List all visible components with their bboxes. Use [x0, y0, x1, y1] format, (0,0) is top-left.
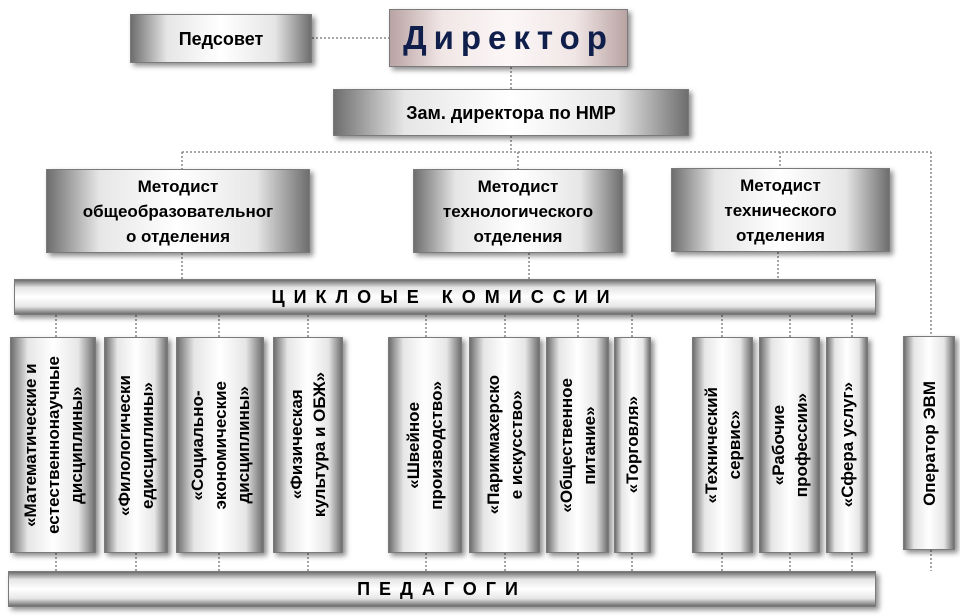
commission-working-professions: «Рабочие профессии» [759, 337, 820, 553]
methodist-technological-box: Методист технологического отделения [413, 169, 623, 253]
commission-math: «Математические и естественнонаучные дис… [10, 337, 96, 553]
commission-physical: «Физическая культура и ОБЖ» [273, 337, 343, 553]
commission-services: «Сфера услуг» [826, 337, 868, 553]
commission-physical-label: «Физическая культура и ОБЖ» [287, 372, 329, 518]
cycle-commissions-bar: ЦИКЛОЫЕ КОМИССИИ [14, 279, 876, 315]
methodist-technical-box: Методист технического отделения [671, 168, 890, 252]
pedsovet-label: Педсовет [178, 28, 264, 49]
commission-trade-label: «Торговля» [623, 396, 642, 494]
teachers-label: ПЕДАГОГИ [357, 579, 527, 599]
methodist-general-label: Методист общеобразовательног о отделения [82, 176, 274, 246]
commission-math-label: «Математические и естественнонаучные дис… [20, 356, 86, 534]
commission-tech-service-label: «Технический сервис» [701, 386, 744, 504]
teachers-bar: ПЕДАГОГИ [8, 571, 876, 607]
methodist-technological-label: Методист технологического отделения [442, 176, 594, 246]
deputy-label: Зам. директора по НМР [406, 102, 616, 123]
commission-tech-service: «Технический сервис» [692, 337, 753, 553]
commission-sewing-label: «Швейное производство» [404, 380, 446, 510]
cycle-commissions-label: ЦИКЛОЫЕ КОМИССИИ [271, 287, 619, 307]
commission-hairdressing: «Парикмахерско е искусство» [469, 337, 540, 553]
commission-hairdressing-label: «Парикмахерско е искусство» [483, 375, 526, 515]
deputy-box: Зам. директора по НМР [333, 89, 689, 136]
commission-socio-economic-label: «Социально- экономические дисциплины» [187, 380, 253, 510]
commission-catering-label: «Общественное питание» [556, 377, 599, 513]
director-box: Директор [389, 9, 628, 67]
commission-sewing: «Швейное производство» [388, 337, 462, 553]
director-label: Директор [403, 19, 614, 56]
commission-philology: «Филологически едисциплины» [104, 337, 168, 553]
operator-box: Оператор ЭВМ [903, 336, 955, 550]
methodist-technical-label: Методист технического отделения [724, 175, 837, 245]
methodist-general-box: Методист общеобразовательног о отделения [46, 169, 310, 253]
commission-services-label: «Сфера услуг» [837, 382, 857, 508]
commission-philology-label: «Филологически едисциплины» [115, 374, 157, 516]
operator-label: Оператор ЭВМ [919, 380, 939, 506]
commission-working-professions-label: «Рабочие профессии» [768, 392, 811, 498]
pedsovet-box: Педсовет [130, 14, 312, 63]
commission-socio-economic: «Социально- экономические дисциплины» [176, 337, 264, 553]
commission-trade: «Торговля» [614, 337, 651, 553]
commission-catering: «Общественное питание» [546, 337, 609, 553]
